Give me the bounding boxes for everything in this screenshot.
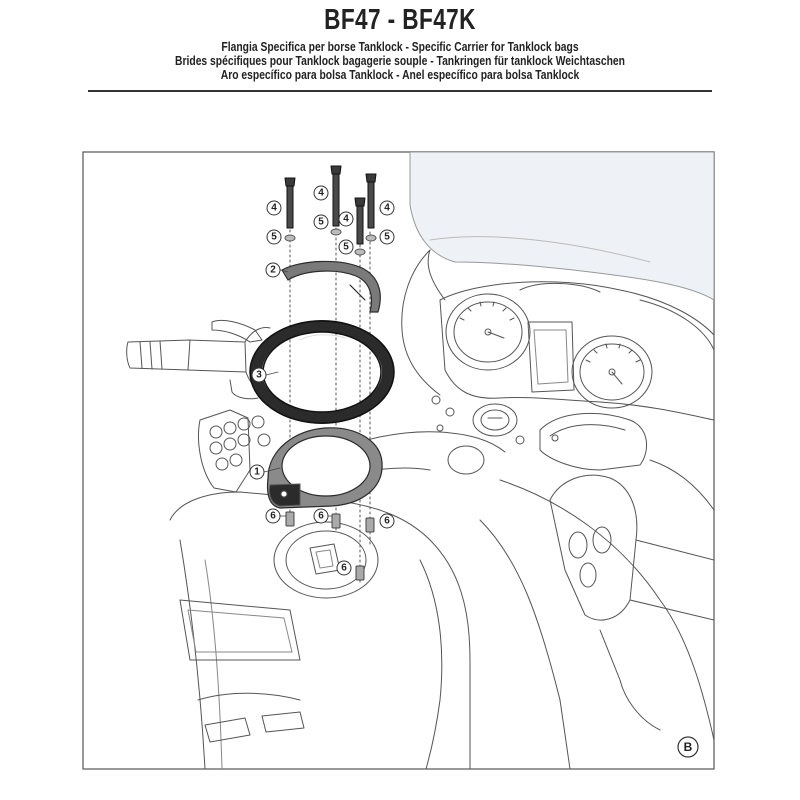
right-gauge: [571, 335, 653, 409]
svg-text:6: 6: [341, 563, 347, 574]
diagram-frame: [82, 151, 715, 770]
callout-leaders: [263, 269, 333, 517]
right-reservoir: [539, 412, 648, 471]
svg-text:5: 5: [318, 217, 324, 228]
callout-6-left: 6: [265, 508, 281, 524]
svg-text:6: 6: [318, 511, 324, 522]
callout-5-center: 5: [313, 214, 329, 230]
bolt-4: [354, 197, 366, 245]
svg-text:6: 6: [270, 511, 276, 522]
filler-cap: [472, 403, 518, 437]
callouts: 4 5 4 5 4 5 4 5 2 3 1 6 6 6 6: [249, 185, 395, 576]
part-1-flange-plate: [266, 427, 383, 509]
callout-6-right: 6: [379, 513, 395, 529]
callout-5-mid: 5: [338, 239, 354, 255]
bolt-2: [330, 165, 342, 227]
spacers-lower: [285, 511, 375, 581]
left-gauge: [445, 293, 531, 371]
svg-text:6: 6: [384, 516, 390, 527]
callout-6-center: 6: [313, 508, 329, 524]
svg-text:4: 4: [343, 214, 349, 225]
svg-text:4: 4: [318, 188, 324, 199]
svg-text:4: 4: [384, 203, 390, 214]
callout-3: 3: [251, 367, 267, 383]
callout-2: 2: [265, 262, 281, 278]
callout-5-right: 5: [379, 229, 395, 245]
center-display: [527, 321, 575, 393]
svg-text:B: B: [684, 740, 693, 754]
fuel-tank: [169, 491, 471, 769]
left-switch-cluster: [198, 409, 271, 493]
svg-text:3: 3: [256, 370, 262, 381]
header-rule: [88, 90, 712, 92]
windshield: [409, 152, 714, 301]
page-title: BF47 - BF47K: [324, 4, 476, 36]
callout-5-left: 5: [266, 229, 282, 245]
bolt-3: [365, 173, 377, 229]
right-switch-cluster: [549, 474, 714, 731]
svg-text:5: 5: [343, 242, 349, 253]
svg-text:4: 4: [271, 203, 277, 214]
callout-4-left: 4: [266, 200, 282, 216]
subtitle-line-3: Aro específico para bolsa Tanklock - Ane…: [220, 68, 580, 82]
tank-filler-ring: [273, 521, 379, 599]
dashboard: [439, 281, 714, 421]
part-2-upper-ring: [281, 260, 381, 313]
sheet-marker: B: [677, 736, 699, 758]
svg-text:5: 5: [384, 232, 390, 243]
callout-4-center: 4: [313, 185, 329, 201]
svg-text:5: 5: [271, 232, 277, 243]
callout-4-mid: 4: [338, 211, 354, 227]
callout-4-right: 4: [379, 200, 395, 216]
washers-upper: [284, 228, 377, 256]
svg-text:1: 1: [254, 467, 260, 478]
bolt-1: [284, 177, 296, 229]
subtitle-line-2: Brides spécifiques pour Tanklock bagager…: [175, 54, 625, 68]
callout-6-lower: 6: [336, 560, 352, 576]
svg-text:2: 2: [270, 265, 276, 276]
callout-1: 1: [249, 464, 265, 480]
subtitle-line-1: Flangia Specifica per borse Tanklock - S…: [221, 40, 579, 54]
